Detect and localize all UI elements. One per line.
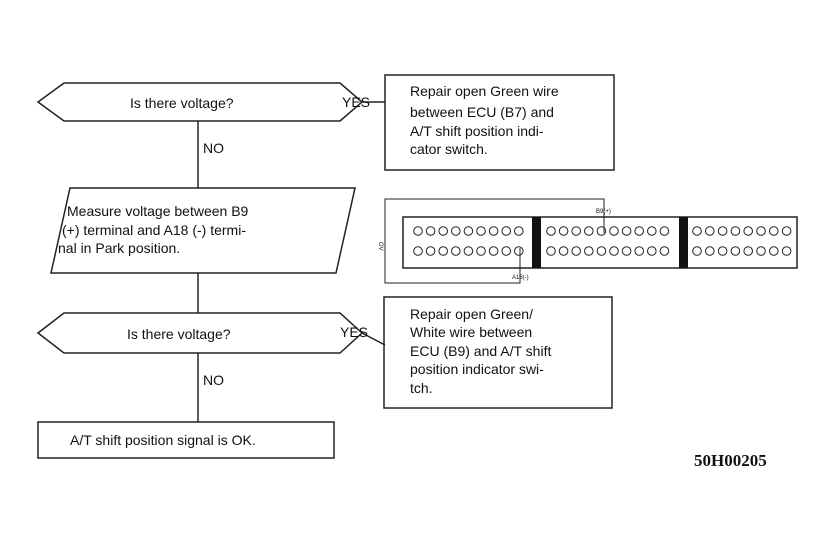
measure-shape — [50, 187, 356, 274]
connector-pin — [717, 246, 728, 256]
connector-pin — [647, 246, 657, 256]
connector-pin — [584, 226, 594, 236]
connector-pin — [413, 226, 423, 236]
connector-pin — [634, 246, 645, 256]
connector-pin — [438, 246, 449, 256]
connector-pin — [463, 226, 474, 236]
repair-2-line-5: tch. — [410, 380, 433, 396]
connector-pin — [488, 226, 499, 236]
connector-pin — [425, 246, 436, 256]
connector-pin — [571, 226, 582, 236]
connector-pin — [647, 226, 657, 236]
b9-terminal-label: B9(+) — [596, 209, 611, 215]
connector-pin — [609, 226, 619, 236]
connector-pin — [705, 246, 715, 256]
connector-pin — [609, 246, 619, 256]
connector-pin — [451, 226, 461, 236]
connector-pin — [476, 226, 486, 236]
connector-divider-2 — [679, 217, 688, 268]
repair-1-line-2: between ECU (B7) and — [410, 104, 554, 120]
connector-pin — [756, 246, 766, 256]
connector-pin — [476, 246, 486, 256]
meter-label: OV — [377, 242, 383, 251]
connector-pin — [451, 246, 461, 256]
repair-2-line-4: position indicator swi- — [410, 361, 544, 377]
connector-pin — [743, 246, 754, 256]
result-text: A/T shift position signal is OK. — [70, 432, 256, 448]
connector-pin — [488, 246, 499, 256]
connector-pin — [501, 246, 512, 256]
decision-2-text: Is there voltage? — [127, 326, 231, 342]
connector-pin — [743, 226, 754, 236]
connector-pin — [621, 246, 632, 256]
connector-divider-1 — [532, 217, 541, 268]
connector-pin — [514, 226, 524, 236]
result-box — [37, 421, 335, 459]
connector-pin — [596, 246, 607, 256]
connector-pin — [659, 226, 670, 236]
connector-pin — [769, 246, 779, 256]
figure-code: 50H00205 — [694, 451, 767, 470]
connector-pin — [692, 226, 702, 236]
decision-1-text: Is there voltage? — [130, 95, 234, 111]
ecu-connector-illustration: OV B9(+) A18(-) — [377, 198, 798, 284]
connector-pin — [756, 226, 766, 236]
connector-pin — [659, 246, 670, 256]
meter-lead-wire — [384, 198, 605, 284]
connector-pin — [463, 246, 474, 256]
connector-pin — [781, 246, 792, 256]
decision-2-no-label: NO — [203, 372, 224, 388]
connector-pin — [571, 246, 582, 256]
connector-pin — [558, 226, 569, 236]
measure-line-1: Measure voltage between B9 — [67, 203, 249, 219]
yes-2-connector — [361, 332, 386, 346]
connector-pin — [621, 226, 632, 236]
connector-pin — [596, 226, 607, 236]
connector-pins — [413, 226, 792, 256]
decision-1-yes-label: YES — [342, 94, 370, 110]
repair-1-line-1: Repair open Green wire — [410, 83, 559, 99]
measure-line-2: (+) terminal and A18 (-) termi- — [62, 222, 246, 238]
connector-pin — [558, 246, 569, 256]
connector-pin — [781, 226, 792, 236]
connector-pin — [584, 246, 594, 256]
repair-2-box — [383, 296, 613, 409]
repair-2-line-1: Repair open Green/ — [410, 306, 533, 322]
a18-terminal-label: A18(-) — [512, 275, 529, 281]
connector-pin — [413, 246, 423, 256]
connector-pin — [717, 226, 728, 236]
repair-1-line-3: A/T shift position indi- — [410, 123, 544, 139]
connector-pin — [705, 226, 715, 236]
connector-pin — [634, 226, 645, 236]
repair-2-line-3: ECU (B9) and A/T shift — [410, 343, 551, 359]
repair-1-box — [384, 74, 615, 171]
measure-line-3: nal in Park position. — [58, 240, 180, 256]
connector-pin — [546, 246, 556, 256]
connector-pin — [769, 226, 779, 236]
connector-pin — [730, 246, 741, 256]
connector-pin — [730, 226, 741, 236]
decision-2-yes-label: YES — [340, 324, 368, 340]
repair-2-line-2: White wire between — [410, 324, 532, 340]
decision-1-no-label: NO — [203, 140, 224, 156]
connector-body — [402, 216, 798, 269]
connector-pin — [546, 226, 556, 236]
connector-pin — [514, 246, 524, 256]
connector-pin — [501, 226, 512, 236]
connector-pin — [425, 226, 436, 236]
connector-pin — [692, 246, 702, 256]
connector-pin — [438, 226, 449, 236]
repair-1-line-4: cator switch. — [410, 141, 488, 157]
